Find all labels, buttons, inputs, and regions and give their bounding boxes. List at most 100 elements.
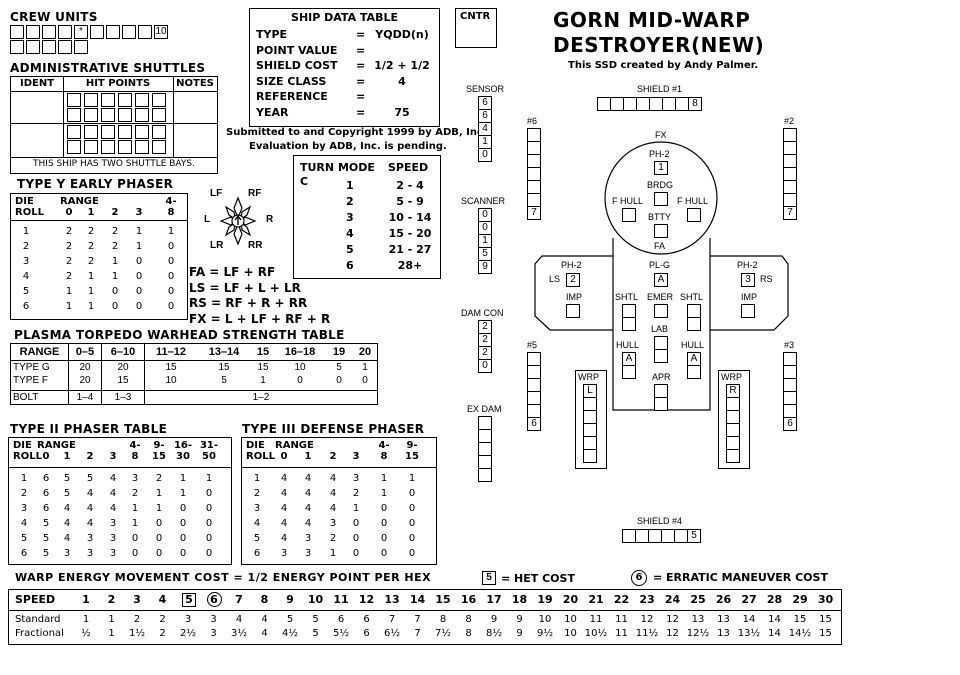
- shuttle-hit-box[interactable]: [101, 93, 115, 107]
- shield-box[interactable]: 7: [783, 206, 797, 220]
- warp-box[interactable]: [583, 410, 597, 424]
- ssd-box[interactable]: [478, 468, 492, 482]
- hull-box[interactable]: [687, 365, 701, 379]
- ssd-box[interactable]: 9: [478, 260, 492, 274]
- crew-unit-box[interactable]: [26, 25, 40, 39]
- shuttle-hit-box[interactable]: [101, 125, 115, 139]
- ssd-box[interactable]: 4: [478, 122, 492, 136]
- shuttle-hit-box[interactable]: [135, 125, 149, 139]
- ssd-box[interactable]: [478, 442, 492, 456]
- warp-box[interactable]: [726, 449, 740, 463]
- shuttle-hit-box[interactable]: [135, 108, 149, 122]
- crew-unit-box[interactable]: [138, 25, 152, 39]
- shield-box[interactable]: [649, 97, 663, 111]
- ssd-box[interactable]: [478, 416, 492, 430]
- ssd-box[interactable]: [478, 429, 492, 443]
- hull-box[interactable]: A: [687, 352, 701, 366]
- warp-box[interactable]: [726, 423, 740, 437]
- warp-box[interactable]: [583, 423, 597, 437]
- shuttle-hit-box[interactable]: [152, 93, 166, 107]
- ssd-box[interactable]: [622, 304, 636, 318]
- shuttle-hit-box[interactable]: [118, 140, 132, 154]
- shuttle-hit-box[interactable]: [118, 108, 132, 122]
- ssd-box[interactable]: [478, 455, 492, 469]
- ssd-box[interactable]: [622, 317, 636, 331]
- cntr-box[interactable]: CNTR: [455, 8, 497, 48]
- ssd-box[interactable]: [654, 349, 668, 363]
- ph2-rs-box[interactable]: 3: [741, 273, 755, 287]
- plg-box[interactable]: A: [654, 273, 668, 287]
- shield-box[interactable]: 8: [688, 97, 702, 111]
- ssd-box[interactable]: [654, 384, 668, 398]
- crew-unit-box[interactable]: [26, 40, 40, 54]
- shuttle-hit-box[interactable]: [152, 108, 166, 122]
- shuttle-hit-box[interactable]: [84, 125, 98, 139]
- ph2-forward-box[interactable]: 1: [654, 161, 668, 175]
- ssd-box[interactable]: 2: [478, 333, 492, 347]
- ssd-box[interactable]: 1: [478, 234, 492, 248]
- shuttle-hit-box[interactable]: [135, 93, 149, 107]
- warp-box[interactable]: [726, 410, 740, 424]
- ssd-box[interactable]: 0: [478, 359, 492, 373]
- hull-box[interactable]: [622, 365, 636, 379]
- shuttle-hit-box[interactable]: [84, 93, 98, 107]
- shuttle-hit-box[interactable]: [67, 93, 81, 107]
- crew-unit-box[interactable]: [10, 25, 24, 39]
- shield-box[interactable]: [636, 97, 650, 111]
- shuttle-hit-box[interactable]: [67, 125, 81, 139]
- imp-left-box[interactable]: [566, 304, 580, 318]
- ssd-box[interactable]: 1: [478, 135, 492, 149]
- emer-box[interactable]: [654, 304, 668, 318]
- shuttle-hit-box[interactable]: [118, 93, 132, 107]
- fhull-left-box[interactable]: [622, 208, 636, 222]
- shield-box[interactable]: [674, 529, 688, 543]
- shield-box[interactable]: [675, 97, 689, 111]
- shield-box[interactable]: [610, 97, 624, 111]
- ssd-box[interactable]: 2: [478, 346, 492, 360]
- shuttle-hit-box[interactable]: [84, 140, 98, 154]
- shuttle-hit-box[interactable]: [152, 125, 166, 139]
- crew-unit-box[interactable]: 10: [154, 25, 168, 39]
- shuttle-hit-box[interactable]: [101, 140, 115, 154]
- ssd-box[interactable]: 2: [478, 320, 492, 334]
- ssd-box[interactable]: 0: [478, 221, 492, 235]
- ssd-box[interactable]: 0: [478, 148, 492, 162]
- ssd-box[interactable]: [654, 397, 668, 411]
- shield-box[interactable]: [623, 97, 637, 111]
- shield-box[interactable]: 6: [783, 417, 797, 431]
- warp-box[interactable]: [583, 449, 597, 463]
- battery-box[interactable]: [654, 224, 668, 238]
- shield-box[interactable]: 7: [527, 206, 541, 220]
- bridge-box[interactable]: [654, 192, 668, 206]
- crew-unit-box[interactable]: [106, 25, 120, 39]
- shield-box[interactable]: [648, 529, 662, 543]
- shield-box[interactable]: [597, 97, 611, 111]
- warp-box[interactable]: R: [726, 384, 740, 398]
- imp-right-box[interactable]: [741, 304, 755, 318]
- warp-box[interactable]: [726, 436, 740, 450]
- shuttle-hit-box[interactable]: [67, 140, 81, 154]
- crew-unit-box[interactable]: *: [74, 25, 88, 39]
- ssd-box[interactable]: 6: [478, 109, 492, 123]
- crew-unit-box[interactable]: [10, 40, 24, 54]
- fhull-right-box[interactable]: [687, 208, 701, 222]
- ssd-box[interactable]: 6: [478, 96, 492, 110]
- warp-box[interactable]: [583, 436, 597, 450]
- crew-unit-box[interactable]: [42, 25, 56, 39]
- shield-box[interactable]: [635, 529, 649, 543]
- shuttle-hit-box[interactable]: [118, 125, 132, 139]
- crew-unit-box[interactable]: [58, 40, 72, 54]
- warp-box[interactable]: [726, 397, 740, 411]
- shuttle-hit-box[interactable]: [101, 108, 115, 122]
- ph2-ls-box[interactable]: 2: [566, 273, 580, 287]
- shuttle-hit-box[interactable]: [67, 108, 81, 122]
- warp-box[interactable]: L: [583, 384, 597, 398]
- shuttle-hit-box[interactable]: [152, 140, 166, 154]
- ssd-box[interactable]: [687, 304, 701, 318]
- crew-unit-box[interactable]: [58, 25, 72, 39]
- crew-unit-box[interactable]: [42, 40, 56, 54]
- shield-box[interactable]: [661, 529, 675, 543]
- crew-unit-box[interactable]: [122, 25, 136, 39]
- crew-unit-box[interactable]: [90, 25, 104, 39]
- shield-box[interactable]: [662, 97, 676, 111]
